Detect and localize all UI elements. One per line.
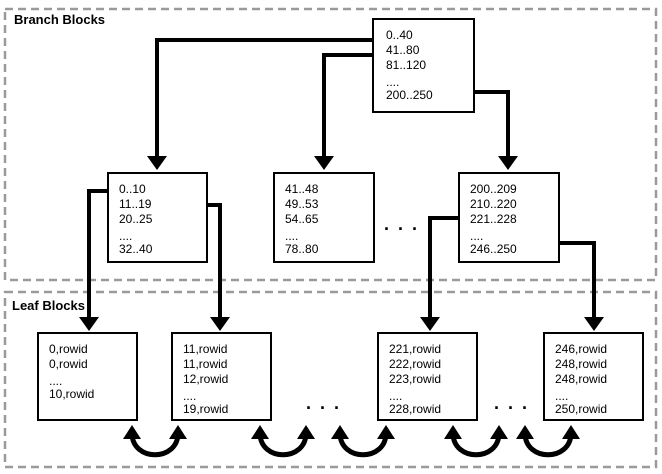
arrow-branch-right-to-leaf-4: [560, 241, 604, 331]
block-entry: 0,rowid: [49, 342, 88, 356]
block-entry: 246..250: [470, 242, 517, 256]
block-entry: 248,rowid: [555, 357, 608, 371]
block-entry-ellipsis: ....: [386, 75, 400, 89]
arrow-up-icon: [516, 425, 534, 439]
block-entry: 223,rowid: [389, 372, 442, 386]
leaf-block-2: 11,rowid 11,rowid 12,rowid .... 19,rowid: [171, 332, 272, 421]
block-entry-ellipsis: ....: [389, 389, 403, 403]
block-entry-ellipsis: ....: [119, 229, 133, 243]
block-entry: 228,rowid: [389, 402, 442, 416]
block-entry: 0,rowid: [49, 357, 88, 371]
block-entry-ellipsis: ....: [183, 389, 197, 403]
arrow-root-to-branch-right: [475, 90, 518, 170]
branch-block-3: 200..209 210..220 221..228 .... 246..250: [458, 172, 560, 263]
block-entry: 19,rowid: [183, 402, 229, 416]
arrow-up-icon: [377, 425, 395, 439]
arrow-up-icon: [490, 425, 508, 439]
block-entry: 41..48: [285, 182, 319, 196]
block-entry: 12,rowid: [183, 372, 229, 386]
block-entry: 54..65: [285, 212, 319, 226]
arrow-root-to-branch-left: [147, 38, 372, 170]
branch-blocks-label: Branch Blocks: [14, 12, 106, 27]
block-entry-ellipsis: ....: [285, 229, 299, 243]
block-entry: 210..220: [470, 197, 517, 211]
block-entry: 41..80: [386, 43, 420, 57]
arrow-down-icon: [420, 317, 440, 331]
arrow-up-icon: [251, 425, 269, 439]
arrow-root-to-branch-middle: [314, 53, 372, 170]
leaf-block-1: 0,rowid 0,rowid .... 10,rowid: [37, 332, 138, 421]
arrow-up-icon: [297, 425, 315, 439]
arrow-up-icon: [331, 425, 349, 439]
leaf-block-4: 246,rowid 248,rowid 248,rowid .... 250,r…: [543, 332, 644, 421]
leaf-row-ellipsis-2: . . .: [494, 393, 530, 413]
arrow-down-icon: [314, 156, 334, 170]
block-entry: 10,rowid: [49, 387, 95, 401]
arrow-down-icon: [147, 156, 167, 170]
block-entry-ellipsis: ....: [49, 374, 63, 388]
block-entry: 20..25: [119, 212, 153, 226]
leaf-row-ellipsis-1: . . .: [306, 393, 342, 413]
block-entry: 81..120: [386, 58, 427, 72]
block-entry: 11,rowid: [183, 357, 228, 371]
leaf-blocks-label: Leaf Blocks: [12, 298, 85, 313]
arrow-up-icon: [169, 425, 187, 439]
block-entry: 221,rowid: [389, 342, 442, 356]
block-entry: 246,rowid: [555, 342, 608, 356]
root-branch-block: 0..40 41..80 81..120 .... 200..250: [372, 18, 475, 113]
block-entry: 222,rowid: [389, 357, 442, 371]
block-entry: 250,rowid: [555, 402, 608, 416]
leaf-link-arc-1: [123, 425, 187, 458]
block-entry: 32..40: [119, 242, 153, 256]
block-entry: 11..19: [119, 197, 152, 211]
block-entry: 221..228: [470, 212, 517, 226]
arrow-up-icon: [123, 425, 141, 439]
branch-region-border: [3, 7, 658, 282]
block-entry: 248,rowid: [555, 372, 608, 386]
leaf-block-3: 221,rowid 222,rowid 223,rowid .... 228,r…: [377, 332, 478, 421]
block-entry: 200..209: [470, 182, 517, 196]
arrow-down-icon: [210, 317, 230, 331]
arrow-branch-right-to-leaf-3: [420, 216, 458, 331]
block-entry: 49..53: [285, 197, 319, 211]
leaf-link-arc-2: [251, 425, 315, 458]
block-entry: 11,rowid: [183, 342, 228, 356]
leaf-link-arc-4: [444, 425, 508, 458]
block-entry-ellipsis: ....: [470, 229, 484, 243]
block-entry: 78..80: [285, 242, 319, 256]
arrow-branch-left-to-leaf-2: [208, 203, 230, 331]
block-entry: 0..40: [386, 28, 413, 42]
arrow-down-icon: [79, 317, 99, 331]
arrow-up-icon: [562, 425, 580, 439]
leaf-region-border: [3, 290, 658, 469]
block-entry: 200..250: [386, 88, 433, 102]
arrow-branch-left-to-leaf-1: [79, 189, 107, 331]
branch-block-1: 0..10 11..19 20..25 .... 32..40: [107, 172, 208, 263]
arrow-down-icon: [498, 156, 518, 170]
branch-block-2: 41..48 49..53 54..65 .... 78..80: [273, 172, 375, 263]
leaf-link-arc-5: [516, 425, 580, 458]
arrow-down-icon: [584, 317, 604, 331]
arrow-up-icon: [444, 425, 462, 439]
block-entry: 0..10: [119, 182, 146, 196]
branch-row-ellipsis: . . .: [384, 214, 420, 234]
block-entry-ellipsis: ....: [555, 389, 569, 403]
leaf-link-arc-3: [331, 425, 395, 458]
